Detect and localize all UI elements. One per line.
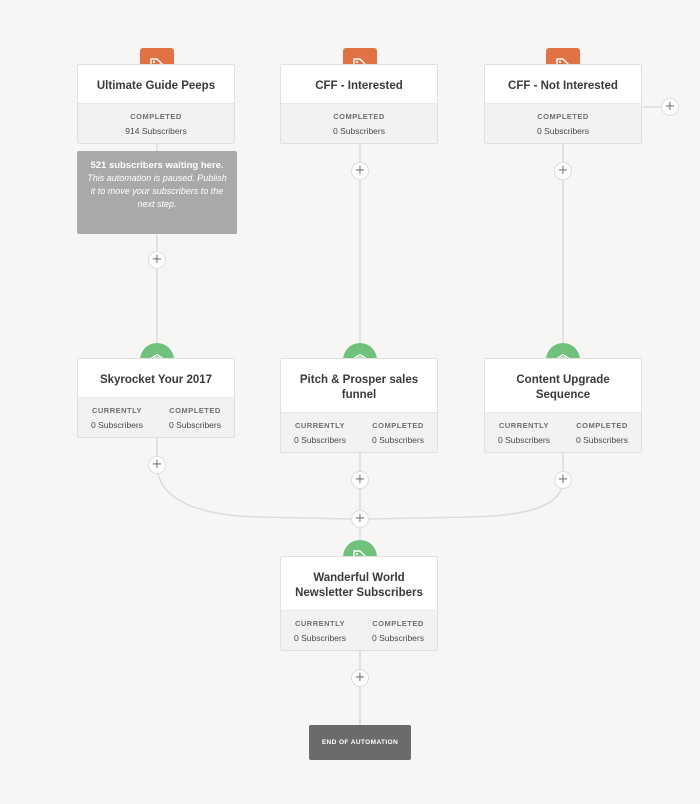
sequence-node-skyrocket[interactable]: Skyrocket Your 2017 Currently 0 Subscrib… <box>77 358 235 438</box>
stat-value: 914 Subscribers <box>125 126 187 136</box>
tag-node-cff-interested[interactable]: CFF - Interested Completed 0 Subscribers <box>280 64 438 144</box>
tag-node-wanderful-world[interactable]: Wanderful World Newsletter Subscribers C… <box>280 556 438 651</box>
add-trigger-button[interactable]: + <box>661 98 679 116</box>
stat-currently: Currently 0 Subscribers <box>281 413 359 452</box>
node-title: Ultimate Guide Peeps <box>96 79 216 92</box>
stat-label: Completed <box>372 421 424 430</box>
node-stats: Currently 0 Subscribers Completed 0 Subs… <box>485 412 641 452</box>
add-step-button[interactable]: + <box>148 456 166 474</box>
stat-value: 0 Subscribers <box>372 435 424 445</box>
stat-label: Completed <box>333 112 385 121</box>
paused-title: 521 subscribers waiting here. <box>90 160 224 171</box>
node-title: Pitch & Prosper sales funnel <box>299 374 419 401</box>
add-step-button[interactable]: + <box>351 162 369 180</box>
stat-value: 0 Subscribers <box>91 420 143 430</box>
stat-currently: Currently 0 Subscribers <box>485 413 563 452</box>
sequence-node-pitch-prosper[interactable]: Pitch & Prosper sales funnel Currently 0… <box>280 358 438 453</box>
stat-value: 0 Subscribers <box>169 420 221 430</box>
stat-value: 0 Subscribers <box>537 126 589 136</box>
node-stats: Completed 914 Subscribers <box>78 103 234 143</box>
node-stats: Completed 0 Subscribers <box>281 103 437 143</box>
add-step-button[interactable]: + <box>554 162 572 180</box>
stat-currently: Currently 0 Subscribers <box>281 611 359 650</box>
stat-value: 0 Subscribers <box>333 126 385 136</box>
stat-value: 0 Subscribers <box>372 633 424 643</box>
stat-label: Currently <box>498 421 550 430</box>
stat-label: Currently <box>91 406 143 415</box>
stat-completed: Completed 914 Subscribers <box>78 104 234 143</box>
node-stats: Currently 0 Subscribers Completed 0 Subs… <box>281 610 437 650</box>
node-title: Skyrocket Your 2017 <box>99 374 213 386</box>
stat-label: Completed <box>576 421 628 430</box>
stat-completed: Completed 0 Subscribers <box>156 398 234 437</box>
stat-value: 0 Subscribers <box>294 633 346 643</box>
stat-label: Currently <box>294 421 346 430</box>
stat-value: 0 Subscribers <box>576 435 628 445</box>
add-step-button[interactable]: + <box>351 510 369 528</box>
node-stats: Currently 0 Subscribers Completed 0 Subs… <box>281 412 437 452</box>
stat-currently: Currently 0 Subscribers <box>78 398 156 437</box>
stat-completed: Completed 0 Subscribers <box>281 104 437 143</box>
node-stats: Completed 0 Subscribers <box>485 103 641 143</box>
sequence-node-content-upgrade[interactable]: Content Upgrade Sequence Currently 0 Sub… <box>484 358 642 453</box>
node-title: Content Upgrade Sequence <box>516 374 610 401</box>
add-step-button[interactable]: + <box>351 669 369 687</box>
tag-node-ultimate-guide-peeps[interactable]: Ultimate Guide Peeps Completed 914 Subsc… <box>77 64 235 144</box>
node-title: CFF - Interested <box>315 79 403 92</box>
add-step-button[interactable]: + <box>351 471 369 489</box>
stat-completed: Completed 0 Subscribers <box>359 611 437 650</box>
stat-label: Completed <box>130 112 182 121</box>
node-stats: Currently 0 Subscribers Completed 0 Subs… <box>78 397 234 437</box>
stat-label: Completed <box>372 619 424 628</box>
stat-label: Currently <box>294 619 346 628</box>
node-title: Wanderful World Newsletter Subscribers <box>295 572 423 599</box>
stat-label: Completed <box>537 112 589 121</box>
stat-value: 0 Subscribers <box>294 435 346 445</box>
stat-completed: Completed 0 Subscribers <box>485 104 641 143</box>
stat-completed: Completed 0 Subscribers <box>359 413 437 452</box>
add-step-button[interactable]: + <box>148 251 166 269</box>
stat-value: 0 Subscribers <box>498 435 550 445</box>
end-of-automation: End of Automation <box>309 725 411 760</box>
paused-notice: 521 subscribers waiting here. This autom… <box>77 151 237 234</box>
stat-label: Completed <box>169 406 221 415</box>
add-step-button[interactable]: + <box>554 471 572 489</box>
tag-node-cff-not-interested[interactable]: CFF - Not Interested Completed 0 Subscri… <box>484 64 642 144</box>
node-title: CFF - Not Interested <box>508 79 618 92</box>
paused-message: This automation is paused. Publish it to… <box>87 173 227 209</box>
stat-completed: Completed 0 Subscribers <box>563 413 641 452</box>
